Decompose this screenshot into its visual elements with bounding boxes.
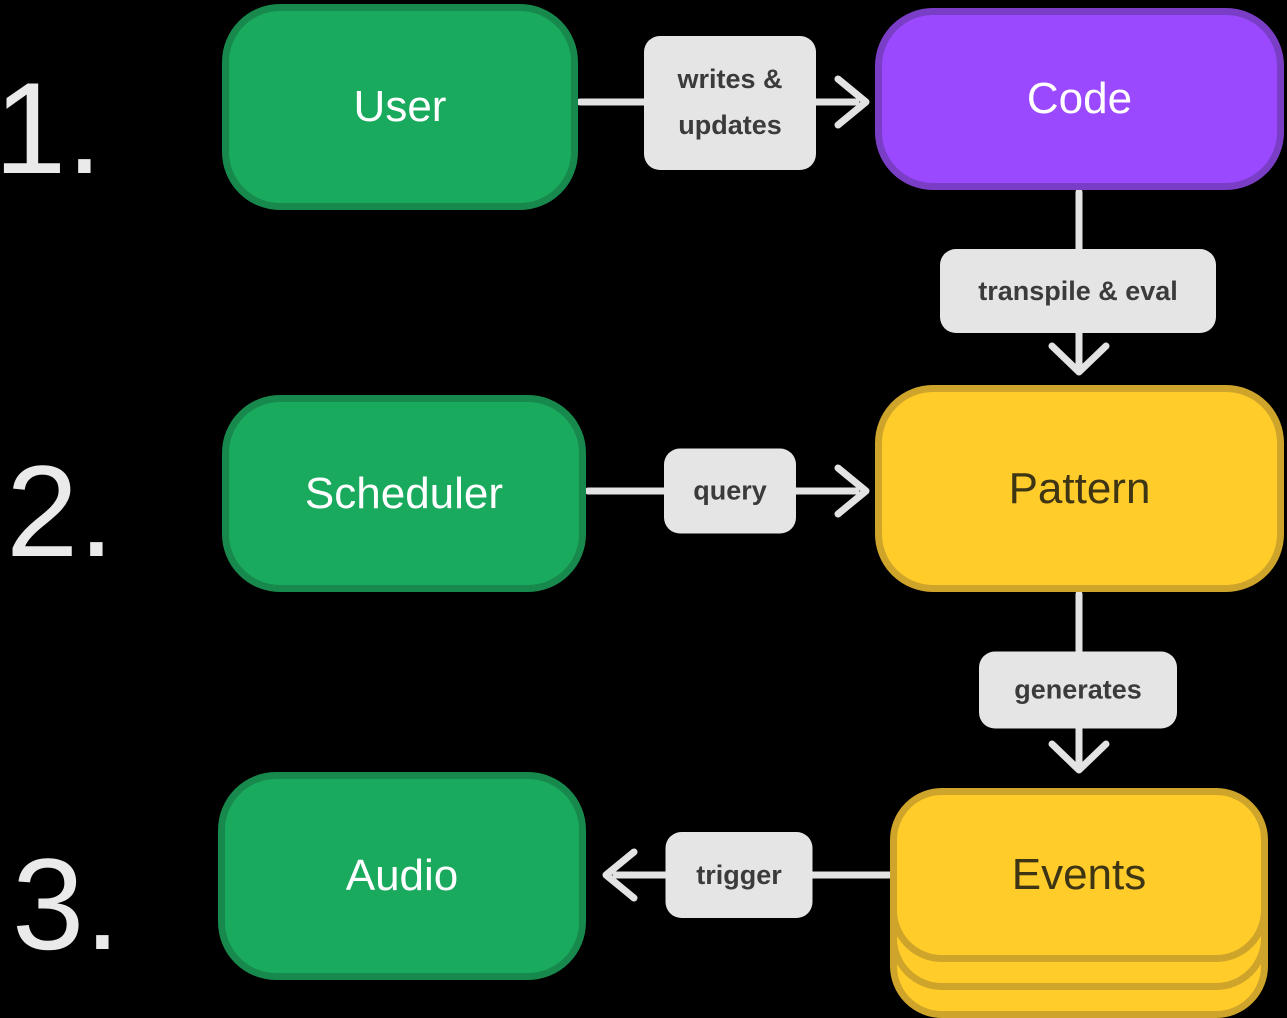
step-number-2: 2. bbox=[6, 438, 115, 584]
step-number-3: 3. bbox=[12, 831, 121, 977]
node-scheduler-label: Scheduler bbox=[304, 468, 504, 518]
node-events: Events bbox=[890, 788, 1268, 962]
node-audio: Audio bbox=[218, 772, 586, 980]
arrowhead-right-icon bbox=[834, 464, 870, 518]
edge-label-writes-updates: writes & updates bbox=[644, 36, 816, 170]
node-pattern-label: Pattern bbox=[1008, 463, 1151, 513]
arrowhead-left-icon bbox=[602, 848, 638, 902]
edge-label-query: query bbox=[664, 448, 796, 534]
edge-label-generates: generates bbox=[979, 651, 1177, 729]
node-user: User bbox=[222, 4, 578, 210]
arrowhead-right-icon bbox=[834, 75, 870, 129]
node-pattern: Pattern bbox=[875, 385, 1284, 592]
step-number-1: 1. bbox=[0, 55, 103, 201]
edge-label-transpile-eval: transpile & eval bbox=[940, 249, 1216, 333]
node-audio-label: Audio bbox=[345, 851, 459, 900]
edge-label-trigger: trigger bbox=[665, 832, 813, 918]
arrowhead-down-icon bbox=[1048, 342, 1110, 376]
node-scheduler: Scheduler bbox=[222, 395, 586, 592]
arrowhead-down-icon bbox=[1048, 740, 1110, 774]
node-code: Code bbox=[875, 8, 1284, 190]
node-code-label: Code bbox=[1026, 74, 1133, 123]
node-user-label: User bbox=[353, 82, 447, 131]
node-events-stack: Events bbox=[890, 788, 1268, 1018]
node-events-label: Events bbox=[1011, 850, 1147, 899]
